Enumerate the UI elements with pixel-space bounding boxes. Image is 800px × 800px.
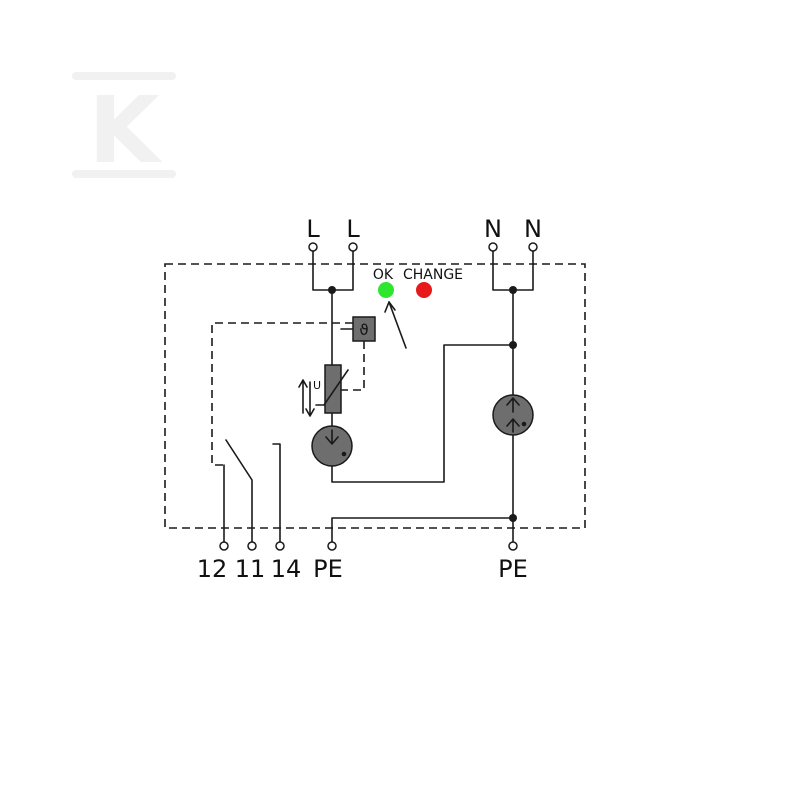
gdt-return-wire — [331, 344, 514, 483]
terminal-label-pe-left: PE — [313, 555, 343, 583]
relay-contact — [223, 439, 281, 543]
enclosure-dashed-box — [164, 263, 586, 529]
terminal-12 — [219, 541, 229, 551]
red-led-icon — [416, 282, 432, 298]
terminal-14 — [275, 541, 285, 551]
terminal-label-pe-right: PE — [498, 555, 528, 583]
terminal-label-l1: L — [306, 215, 320, 243]
pe-link-wire — [331, 517, 514, 543]
ok-label: OK — [373, 267, 394, 283]
terminal-label-14: 14 — [271, 555, 302, 583]
gas-discharge-tube-icon — [311, 425, 353, 467]
gas-discharge-tube-icon — [492, 394, 534, 436]
terminal-label-n1: N — [484, 215, 502, 243]
terminal-pe-right — [508, 541, 518, 551]
thermal-link-dashed-2 — [341, 341, 365, 391]
terminal-label-12: 12 — [197, 555, 228, 583]
terminal-l2 — [348, 242, 358, 252]
varistor-icon: U — [298, 364, 349, 417]
varistor-u-label: U — [313, 379, 321, 392]
terminal-n2 — [528, 242, 538, 252]
watermark-logo: K — [72, 72, 176, 184]
l-bridge — [312, 250, 354, 427]
terminal-pe-left — [327, 541, 337, 551]
change-label: CHANGE — [403, 267, 463, 283]
thermal-symbol: ϑ — [359, 321, 368, 339]
terminal-l1 — [308, 242, 318, 252]
thermal-link-dashed — [211, 322, 353, 466]
terminal-label-n2: N — [524, 215, 542, 243]
watermark-letter: K — [88, 77, 163, 184]
thermal-fuse-icon: ϑ — [340, 301, 407, 349]
green-led-icon — [378, 282, 394, 298]
terminal-n1 — [488, 242, 498, 252]
terminal-label-11: 11 — [235, 555, 266, 583]
terminal-label-l2: L — [346, 215, 360, 243]
terminal-11 — [247, 541, 257, 551]
